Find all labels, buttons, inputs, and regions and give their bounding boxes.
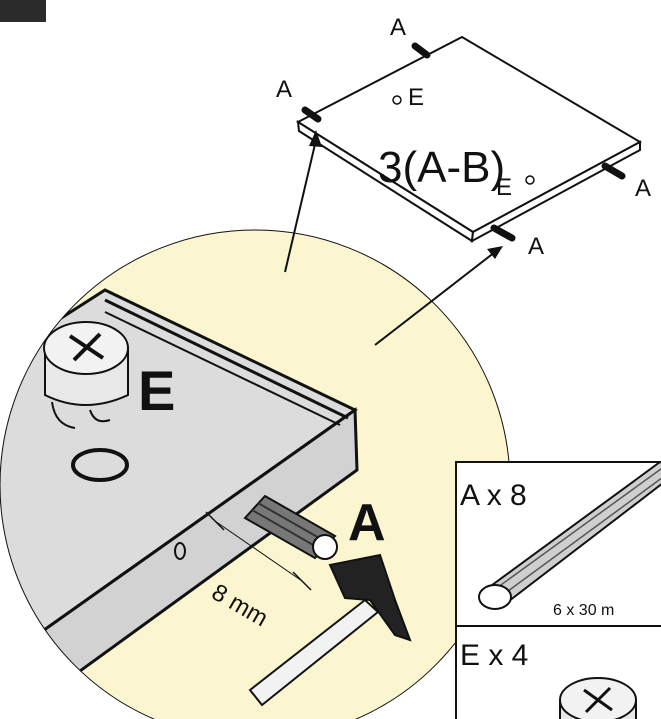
dowel-pin xyxy=(243,494,338,560)
dowel-size-label: 6 x 30 m xyxy=(553,602,614,619)
cam-label: E xyxy=(496,174,512,201)
cam-fitting xyxy=(43,321,129,429)
panel-dowel xyxy=(411,42,431,59)
cam-quantity-label: E x 4 xyxy=(460,639,528,672)
panel-dowel xyxy=(301,106,322,123)
parts-box-dowels: A x 8 6 x 30 m xyxy=(455,461,661,627)
panel-dowel xyxy=(601,162,626,180)
cam-label: E xyxy=(408,84,424,111)
cam-hole xyxy=(71,448,129,482)
parts-box-cams: E x 4 xyxy=(455,625,661,719)
dowel-label: A xyxy=(390,14,406,41)
shelf-panel xyxy=(295,35,643,243)
hammer-head-icon xyxy=(328,553,412,642)
dowel-callout-letter: A xyxy=(348,494,386,552)
dowel-label: A xyxy=(528,233,544,260)
dowel-hole xyxy=(174,542,186,560)
cam-callout-letter: E xyxy=(138,359,175,422)
pointer-arrows xyxy=(284,130,503,346)
dowel-label: A xyxy=(276,76,292,103)
step-badge: 5 xyxy=(0,0,46,22)
dowel-quantity-label: A x 8 xyxy=(460,479,527,512)
dowel-label: A xyxy=(635,175,651,202)
cam-hole xyxy=(392,95,402,105)
detail-magnifier xyxy=(0,229,511,719)
cam-hole xyxy=(525,175,535,185)
panel-dowel xyxy=(490,224,516,242)
part-number-label: 3(A-B) xyxy=(378,143,505,192)
